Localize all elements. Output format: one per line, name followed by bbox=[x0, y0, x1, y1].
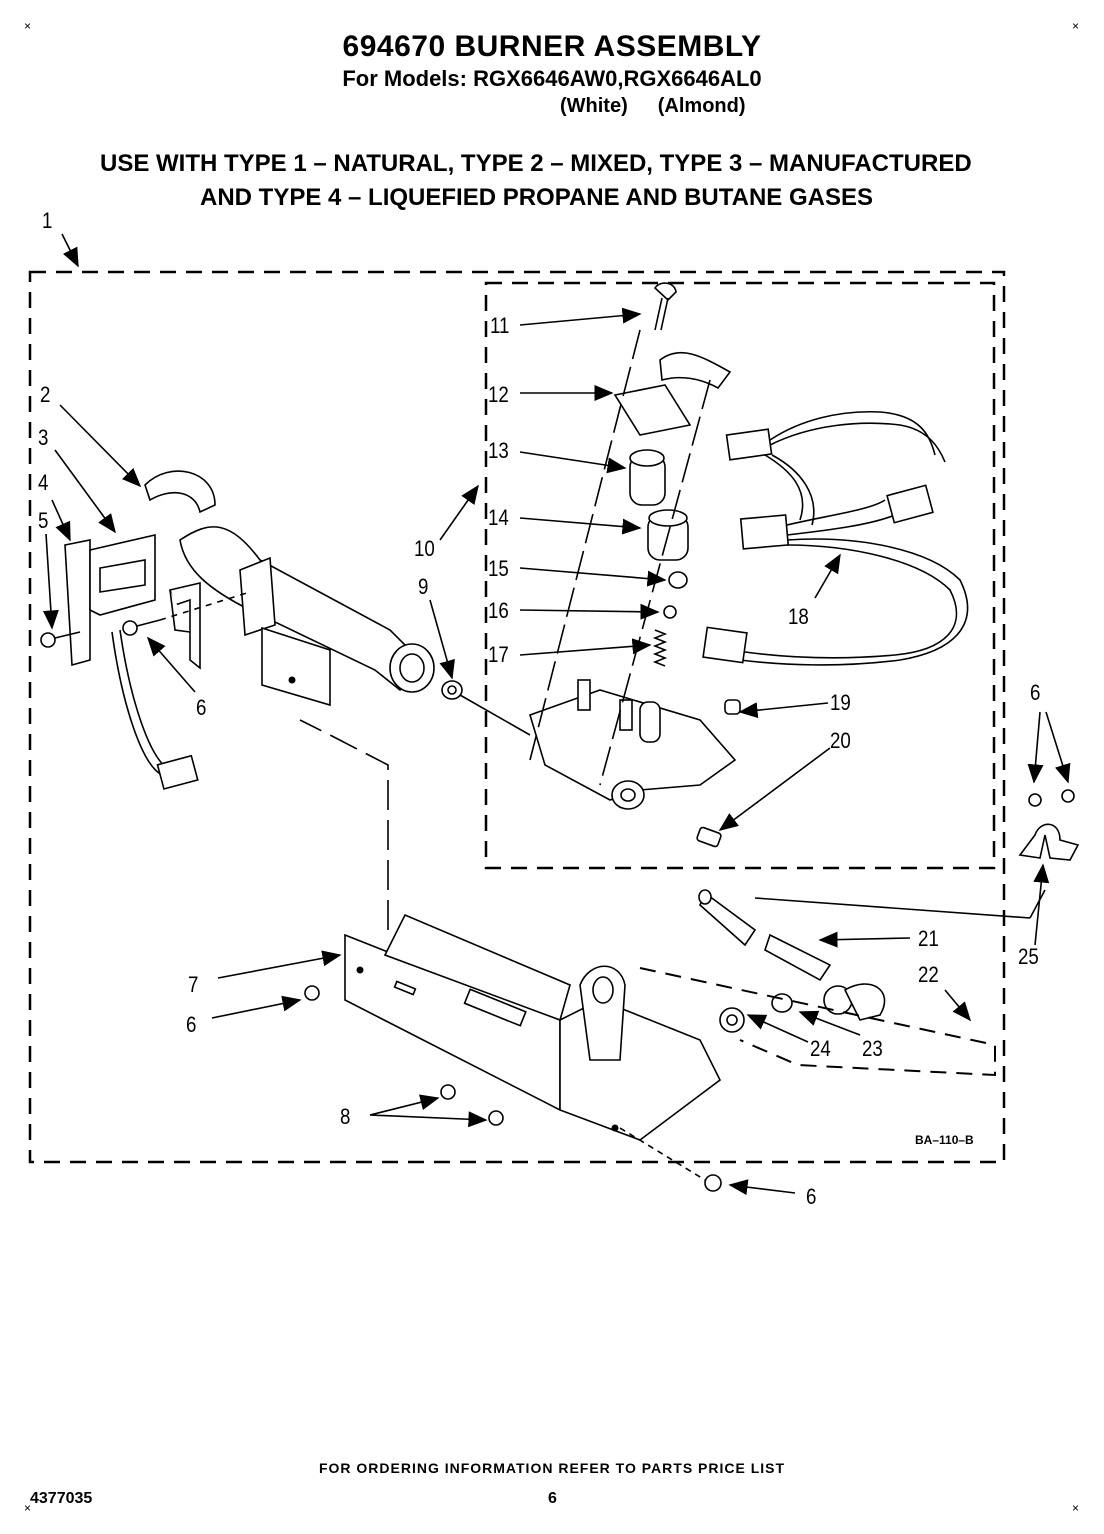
valve-stack bbox=[529, 282, 741, 848]
callout-2: 2 bbox=[40, 382, 51, 407]
corner-mark-bl: × bbox=[24, 1501, 31, 1515]
callout-16: 16 bbox=[488, 598, 509, 623]
nut-9 bbox=[441, 680, 531, 736]
callout-11: 11 bbox=[490, 313, 510, 338]
model-colors: (White) (Almond) bbox=[560, 95, 776, 118]
wire-harness bbox=[702, 410, 969, 666]
callout-20: 20 bbox=[830, 728, 851, 753]
callout-1: 1 bbox=[42, 208, 53, 233]
callout-23: 23 bbox=[862, 1036, 883, 1061]
callout-12: 12 bbox=[488, 382, 509, 407]
callout-22: 22 bbox=[918, 962, 939, 987]
callout-14: 14 bbox=[488, 505, 509, 530]
corner-mark-br: × bbox=[1072, 1501, 1079, 1515]
callout-19: 19 bbox=[830, 690, 851, 715]
callout-6b: 6 bbox=[1030, 680, 1041, 705]
corner-mark-tl: × bbox=[24, 19, 31, 33]
callout-25: 25 bbox=[1018, 944, 1039, 969]
callout-8: 8 bbox=[340, 1104, 351, 1129]
leader-arrows bbox=[42, 233, 1071, 1196]
gas-types-line-1: USE WITH TYPE 1 – NATURAL, TYPE 2 – MIXE… bbox=[100, 150, 972, 177]
callout-17: 17 bbox=[488, 642, 509, 667]
callout-9: 9 bbox=[418, 574, 429, 599]
models-line: For Models: RGX6646AW0,RGX6646AL0 bbox=[342, 66, 762, 91]
callout-3: 3 bbox=[38, 425, 49, 450]
callout-15: 15 bbox=[488, 556, 509, 581]
color-almond-label: (Almond) bbox=[657, 95, 746, 117]
callout-5: 5 bbox=[38, 508, 49, 533]
ignitor-bracket bbox=[64, 533, 199, 790]
mounting-bracket bbox=[168, 581, 201, 670]
screws-lower bbox=[304, 985, 722, 1192]
callout-24: 24 bbox=[810, 1036, 831, 1061]
page-title: 694670 BURNER ASSEMBLY bbox=[342, 30, 762, 63]
figure-id: BA–110–B bbox=[915, 1133, 974, 1147]
orifice-assembly bbox=[639, 889, 1046, 1077]
valve-assembly-boundary bbox=[484, 281, 996, 870]
clamp-25 bbox=[1018, 789, 1080, 861]
callout-7: 7 bbox=[188, 972, 199, 997]
gas-types-line-2: AND TYPE 4 – LIQUEFIED PROPANE AND BUTAN… bbox=[200, 184, 873, 211]
burner-assembly-boundary bbox=[28, 270, 1006, 1164]
document-number: 4377035 bbox=[30, 1490, 93, 1507]
callout-10: 10 bbox=[414, 536, 435, 561]
callout-6a: 6 bbox=[196, 695, 207, 720]
corner-mark-tr: × bbox=[1072, 19, 1079, 33]
callout-21: 21 bbox=[918, 926, 939, 951]
callout-6d: 6 bbox=[806, 1184, 817, 1209]
burner-tube bbox=[144, 470, 435, 707]
screws-left bbox=[40, 591, 251, 648]
page-number: 6 bbox=[548, 1490, 557, 1507]
orifice-bracket bbox=[579, 965, 626, 1061]
callout-4: 4 bbox=[38, 470, 49, 495]
callout-18: 18 bbox=[788, 604, 809, 629]
callout-6c: 6 bbox=[186, 1012, 197, 1037]
callout-13: 13 bbox=[488, 438, 509, 463]
color-white-label: (White) bbox=[560, 95, 628, 117]
ordering-note: FOR ORDERING INFORMATION REFER TO PARTS … bbox=[318, 1460, 786, 1476]
